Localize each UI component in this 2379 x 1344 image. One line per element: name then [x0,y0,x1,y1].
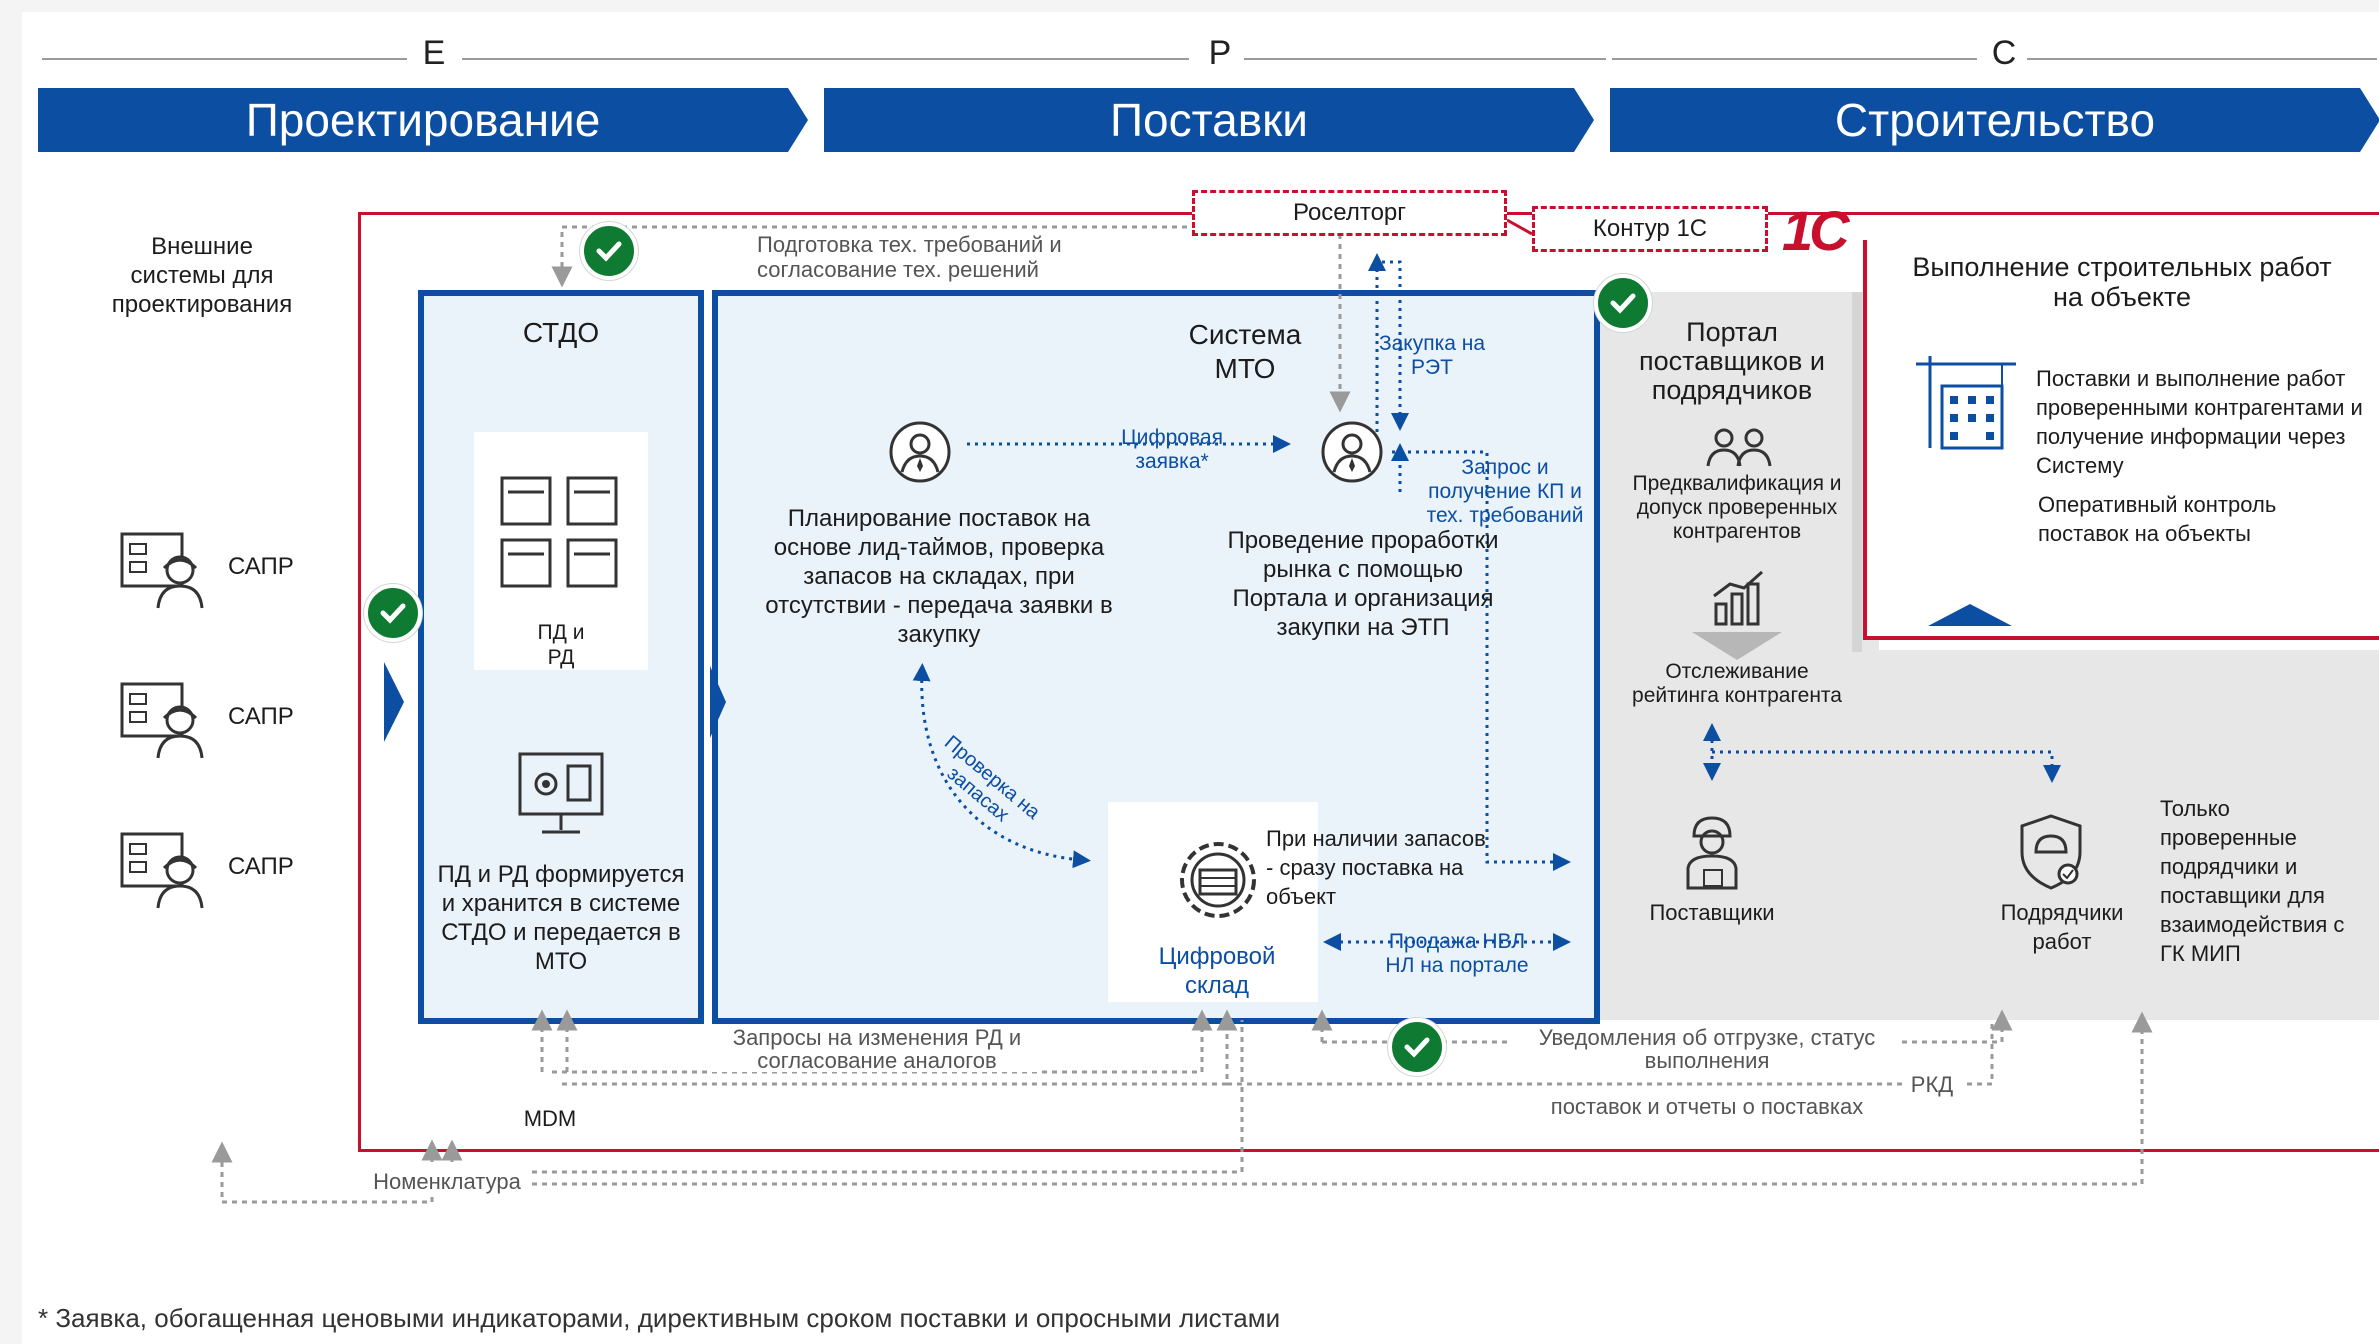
mdm-label: MDM [523,1106,577,1131]
phase-chevron-design: Проектирование [38,88,808,152]
rkd-label: РКД [1902,1070,1962,1099]
portal-title: Портал поставщиков и подрядчиков [1639,317,1825,405]
construction-panel-border [1852,292,1862,652]
stock-delivery-text: При наличии запасов - сразу поставка на … [1266,826,1486,909]
documents-icon [500,476,618,588]
market-person-icon [1321,421,1383,483]
construction-control-text: Оперативный контроль поставок на объекты [2038,492,2277,546]
prequal-people-icon [1706,428,1772,467]
sapr-icon [120,532,204,609]
sapr-label-2: САПР [228,703,294,730]
phase-line-e-left [42,58,407,60]
phase-line-c-right [2027,58,2377,60]
stdo-entry-arrow-icon [384,662,404,742]
phase-letter-c: C [1991,34,2017,72]
reports-label: поставок и отчеты о поставках [1550,1094,1864,1119]
planner-person-icon [889,421,951,483]
stdo-docs-label: ПД и РД [537,621,585,669]
kp-request-label: Запрос и получение КП и тех. требований [1426,456,1584,527]
check-icon-notifications [1388,1018,1446,1076]
mto-entry-arrow-icon [706,662,726,742]
construction-delivery-text: Поставки и выполнение работ проверенными… [2036,366,2363,478]
supplier-worker-icon [1686,816,1738,890]
phase-chevron-supply: Поставки [824,88,1594,152]
construction-title: Выполнение строительных работ на объекте [1912,252,2332,312]
kontur-label: Контур 1С [1592,215,1708,242]
check-icon-tech [580,222,638,280]
contractors-label: Подрядчики работ [2000,900,2124,954]
external-systems-title: Внешние системы для проектирования [111,233,293,318]
suppliers-label: Поставщики [1649,900,1775,925]
logo-1c: 1С [1782,199,1850,262]
planning-text: Планирование поставок на основе лид-тайм… [765,505,1113,648]
sapr-icon [120,682,204,759]
only-verified-text: Только проверенные подрядчики и поставщи… [2160,796,2345,966]
warehouse-gear-icon [1180,842,1256,918]
purchase-ret-label: Закупка на РЭТ [1378,332,1486,379]
phase-chevron-construction: Строительство [1610,88,2379,152]
digital-warehouse-card [1108,802,1318,1002]
phase-line-c-left [1612,58,1977,60]
footnote: * Заявка, обогащенная ценовыми индикатор… [38,1303,1281,1333]
market-text: Проведение проработки рынка с помощью По… [1227,527,1499,641]
diagram-canvas: E P C Проектирование Поставки Строительс… [22,12,2379,1344]
sapr-icon [120,832,204,909]
mto-title: Система МТО [1188,319,1302,384]
sale-nvl-label: Продажа НВЛ НЛ на портале [1385,930,1529,977]
notifications-label: Уведомления об отгрузке, статус выполнен… [1512,1026,1902,1072]
phase-line-p-left [827,58,1189,60]
kontur-box [1532,206,1768,252]
roseltorg-box [1192,190,1507,236]
stdo-description: ПД и РД формируется и хранится в системе… [437,861,685,975]
rating-text: Отслеживание рейтинга контрагента [1632,660,1842,707]
check-icon-portal [1594,274,1652,332]
construction-red-frame [1863,240,2379,640]
contractor-shield-icon [2020,814,2082,890]
building-crane-icon [1916,356,2016,450]
roseltorg-label: Роселторг [1292,199,1407,226]
phase-line-p-right [1244,58,1606,60]
rating-chart-icon [1713,570,1763,626]
up-triangle-icon [1928,604,2012,626]
stdo-title: СТДО [522,317,600,348]
nomenclature-label: Номенклатура [362,1167,532,1196]
digital-warehouse-label: Цифровой склад [1158,943,1276,999]
changes-label: Запросы на изменения РД и согласование а… [712,1026,1042,1072]
phase-letter-e: E [422,34,446,72]
down-triangle-icon [1692,632,1782,660]
phase-letter-p: P [1208,34,1232,72]
phase-line-e-right [462,58,827,60]
sapr-label-3: САПР [228,853,294,880]
check-icon-stdo [364,584,422,642]
tech-req-label: Подготовка тех. требований и согласовани… [757,232,1062,282]
digital-request-label: Цифровая заявка* [1121,426,1223,473]
computer-settings-icon [518,752,604,834]
prequal-text: Предквалификация и допуск проверенных ко… [1632,472,1842,543]
sapr-label-1: САПР [228,553,294,580]
